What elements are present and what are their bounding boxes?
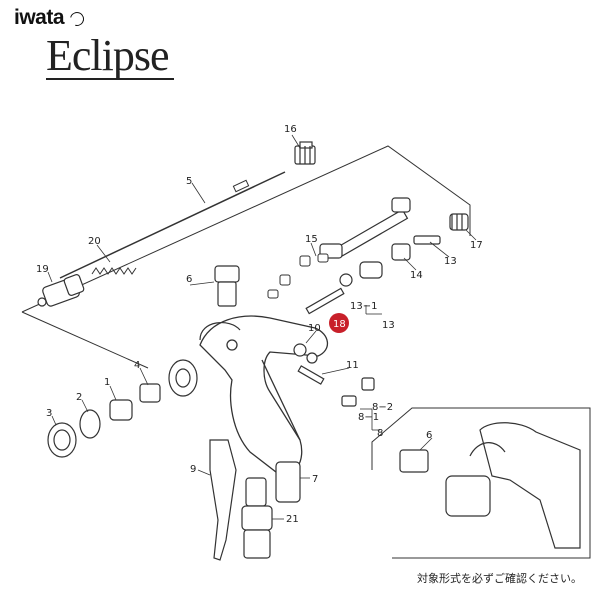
group-outline-bottom	[21, 311, 149, 369]
label-12: 13	[444, 256, 457, 267]
pin-part-17	[305, 287, 345, 315]
label-17: 18	[333, 319, 346, 330]
label-13-1: 13−1	[350, 301, 377, 312]
label-3: 3	[46, 408, 52, 419]
label-19: 20	[88, 236, 101, 247]
label-8: 8	[377, 428, 383, 439]
highlight-marker	[329, 313, 349, 333]
label-1: 1	[104, 377, 110, 388]
inset-frame	[371, 407, 591, 559]
label-11: 11	[346, 360, 359, 371]
label-16: 17	[470, 240, 483, 251]
part-15-assembly	[267, 253, 329, 299]
label-14: 14	[410, 270, 423, 281]
air-fittings	[241, 461, 301, 559]
brand-maker: iwata	[14, 6, 65, 29]
head-parts	[47, 359, 198, 458]
label-6b: 6	[426, 430, 432, 441]
label-10: 10	[308, 323, 321, 334]
footer-note: 対象形式を必ずご確認ください。	[417, 572, 582, 585]
group-outline	[21, 145, 471, 313]
knob-part-20	[294, 141, 316, 165]
label-8-1: 8−1	[358, 412, 379, 423]
label-5: 5	[186, 176, 192, 187]
label-4: 4	[134, 360, 140, 371]
label-21: 21	[286, 514, 299, 525]
label-20: 16	[284, 124, 297, 135]
leader-lines	[47, 134, 477, 520]
label-8-2: 8−2	[372, 402, 393, 413]
needle-part	[59, 171, 286, 279]
air-valve-parts	[339, 213, 469, 287]
label-6: 6	[186, 274, 192, 285]
label-2: 2	[76, 392, 82, 403]
gun-body	[199, 315, 329, 475]
spring-part-19	[91, 267, 137, 275]
label-9: 9	[190, 464, 196, 475]
brand-underline	[46, 78, 174, 80]
cup-connector-part-6	[199, 265, 241, 341]
label-13: 13	[382, 320, 395, 331]
trigger-part-9	[209, 439, 237, 561]
adjuster-part-18	[37, 274, 85, 307]
part-labels: 16 5 20 19 15 17 13 14 13−1 13 6 18 10 1…	[36, 124, 483, 525]
label-7: 7	[312, 474, 318, 485]
label-15: 15	[305, 234, 318, 245]
label-18: 19	[36, 264, 49, 275]
trigger-pin-parts	[293, 343, 375, 407]
brand-product: Eclipse	[46, 31, 170, 80]
inset-gun-detail	[399, 422, 581, 549]
